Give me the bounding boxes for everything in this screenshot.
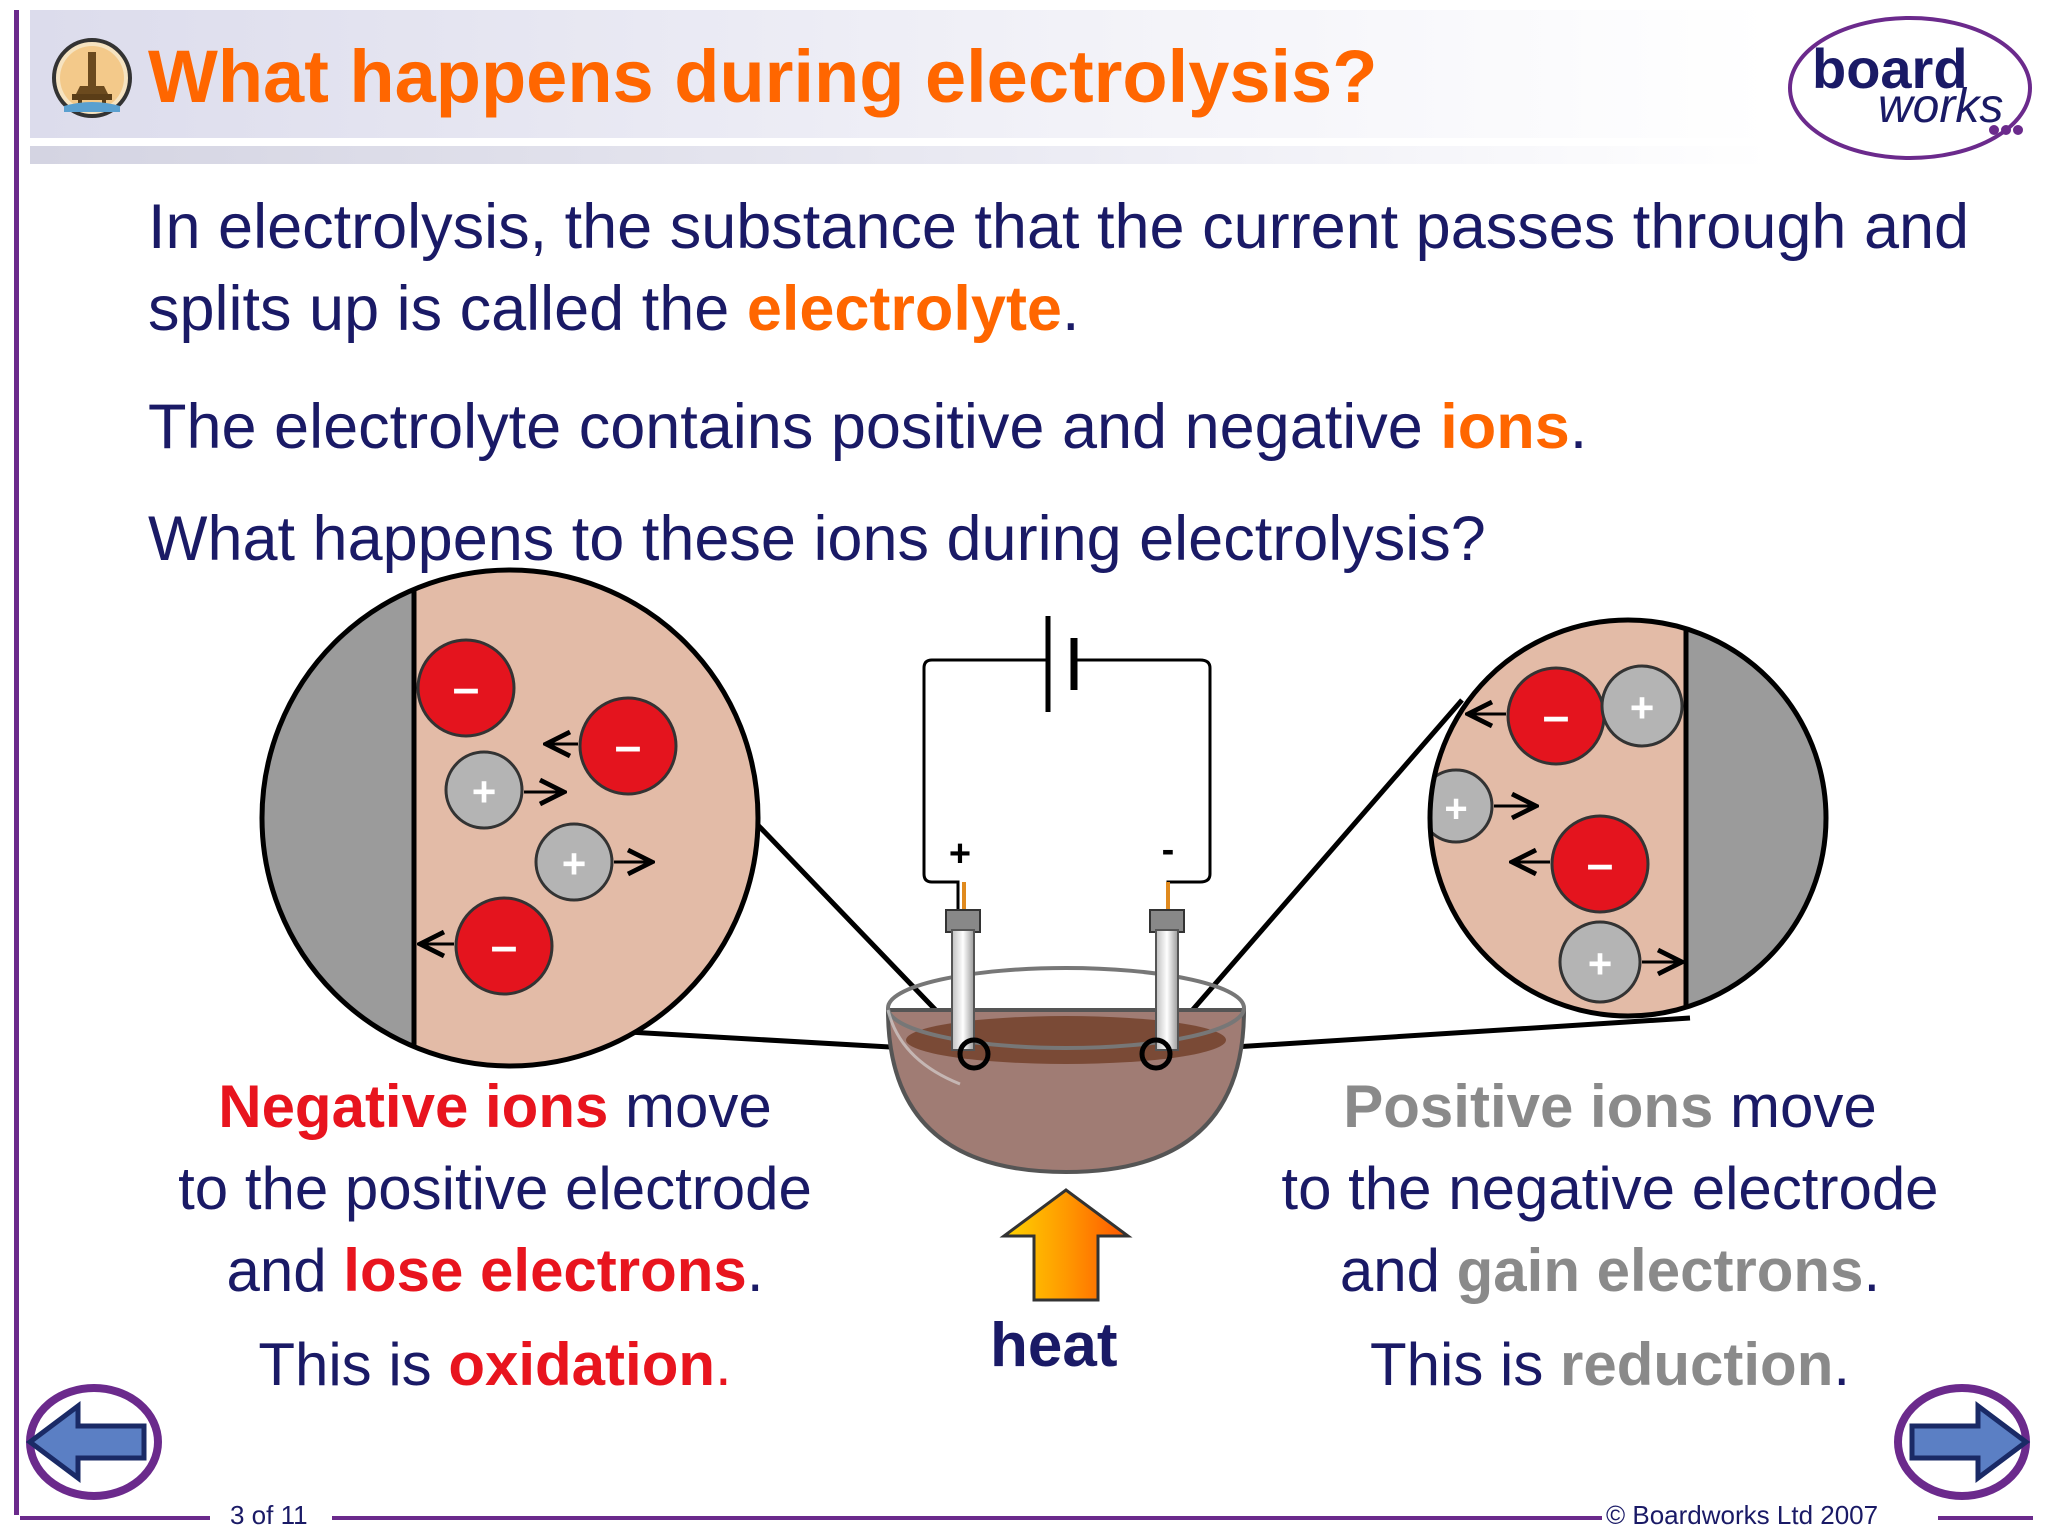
svg-text:+: + (1630, 684, 1655, 731)
cathode-sign: - (1162, 829, 1175, 871)
paragraph-question: What happens to these ions during electr… (148, 504, 1486, 574)
brand-word-board: board (1812, 37, 1968, 100)
copyright: © Boardworks Ltd 2007 (1606, 1500, 1879, 1530)
svg-text:–: – (491, 920, 518, 973)
title-underbar (30, 146, 1770, 164)
paragraph-ions: The electrolyte contains positive and ne… (148, 392, 1588, 462)
positive-ion: + (1558, 920, 1642, 1004)
arrow-left-icon (25, 1401, 147, 1483)
footer-line-left (20, 1516, 210, 1520)
brand-word-works: works (1878, 80, 2003, 133)
positive-ion: + (1430, 768, 1494, 844)
right-caption: Positive ions move to the negative elect… (1281, 1073, 1939, 1398)
positive-ion: + (1600, 664, 1684, 748)
negative-ion: – (454, 896, 554, 996)
svg-text:+: + (562, 840, 587, 887)
oil-rig-icon (52, 38, 132, 118)
anode-sign: + (949, 833, 971, 875)
title-bar (30, 10, 1770, 138)
negative-ion: – (578, 696, 678, 796)
left-magnifier: – – – + + (259, 567, 761, 1069)
left-caption: Negative ions move to the positive elect… (178, 1073, 812, 1398)
heat-label: heat (990, 1311, 1118, 1380)
page-title: What happens during electrolysis? (148, 35, 1378, 118)
negative-ion: – (416, 638, 516, 738)
zoom-line-right-lower (1155, 1015, 1691, 1055)
boardworks-logo: board works (1788, 16, 2032, 160)
next-slide-button[interactable] (1890, 1380, 2040, 1500)
anode-rod (945, 882, 981, 1051)
term-electrolyte: electrolyte (746, 274, 1062, 344)
footer-line-right (1938, 1516, 2033, 1520)
heat-arrow-icon (999, 1188, 1133, 1302)
anode-zoom-focus (957, 1037, 991, 1071)
svg-text:–: – (1543, 690, 1570, 743)
svg-text:–: – (453, 662, 480, 715)
negative-ion: – (1550, 814, 1650, 914)
arrow-right-icon (1909, 1401, 2031, 1483)
right-magnifier: – – + + + (1427, 617, 1829, 1019)
circuit-wire-left (922, 658, 1046, 912)
svg-text:+: + (472, 768, 497, 815)
negative-ion: – (1506, 666, 1606, 766)
circuit-wire-right (1076, 658, 1212, 912)
svg-text:+: + (1444, 787, 1467, 831)
zoom-line-right-upper (1154, 698, 1464, 1054)
cathode-rod (1149, 882, 1185, 1051)
positive-ion: + (534, 822, 614, 902)
paragraph-electrolyte: In electrolysis, the substance that the … (148, 192, 1970, 344)
anode-electrode-section (262, 570, 414, 1066)
svg-text:–: – (615, 720, 642, 773)
svg-text:–: – (1587, 838, 1614, 891)
footer-line-middle (332, 1516, 1602, 1520)
cathode-electrode-section (1686, 620, 1826, 1016)
left-border (14, 10, 19, 1515)
term-ions: ions (1440, 392, 1570, 462)
cathode-zoom-focus (1139, 1037, 1173, 1071)
previous-slide-button[interactable] (16, 1380, 166, 1500)
svg-text:+: + (1588, 940, 1613, 987)
crucible-bowl (885, 966, 1247, 1175)
positive-ion: + (444, 750, 524, 830)
slide-counter: 3 of 11 (230, 1500, 308, 1530)
